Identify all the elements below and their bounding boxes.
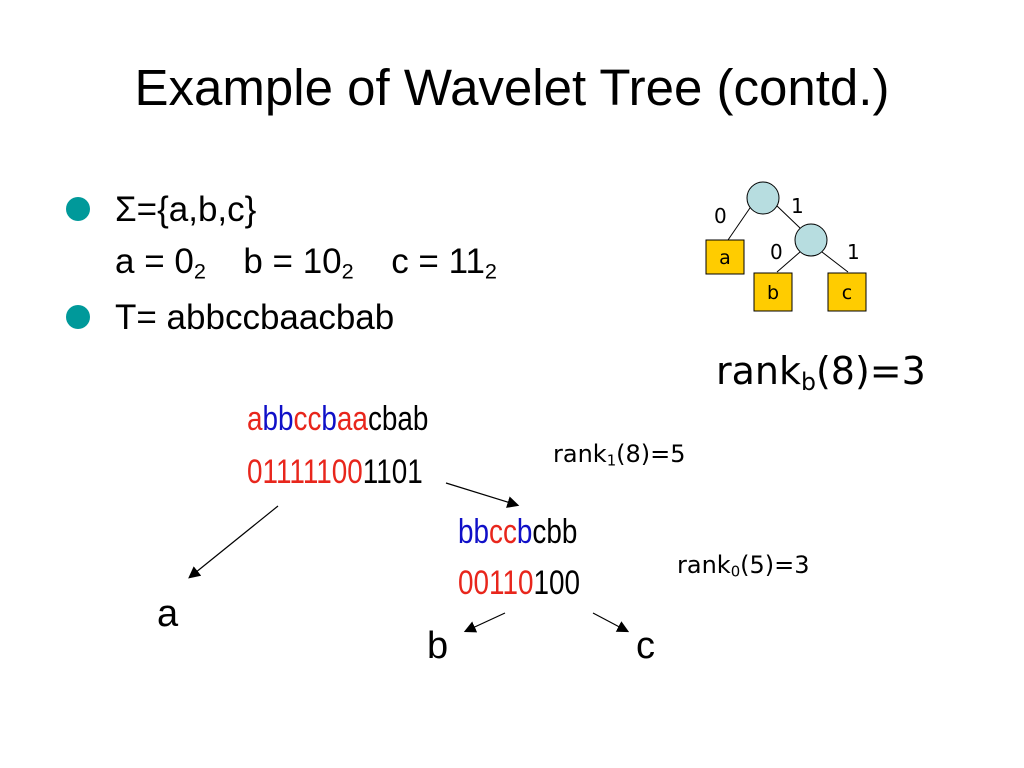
mini-child-node bbox=[794, 223, 828, 257]
mini-root-node bbox=[746, 181, 780, 215]
arrow-to-second-level bbox=[445, 482, 520, 508]
mini-edge-child-left bbox=[776, 251, 801, 273]
mini-edge-label-1b: 1 bbox=[847, 240, 860, 264]
root-bits-run: 01111100 bbox=[247, 453, 363, 491]
mini-leaf-b: b bbox=[766, 282, 780, 304]
rank-0-formula: rank0(5)=3 bbox=[677, 551, 810, 581]
rank-1-formula: rank1(8)=5 bbox=[553, 440, 686, 470]
mini-edge-right bbox=[775, 204, 801, 229]
arrow-to-c bbox=[592, 612, 630, 633]
code-b: b = 102 bbox=[243, 242, 354, 284]
second-sequence: bbccbcbb bbox=[458, 515, 577, 549]
mini-leaf-a: a bbox=[719, 247, 731, 269]
mini-leaf-a-box bbox=[705, 239, 745, 275]
mini-leaf-b-box bbox=[753, 272, 793, 312]
arrow-to-b bbox=[463, 612, 506, 633]
leaf-c: c bbox=[636, 625, 655, 667]
mini-edge-left bbox=[727, 204, 753, 241]
mini-edge-label-0: 0 bbox=[714, 204, 727, 228]
root-seq-run: aa bbox=[336, 400, 368, 438]
bullet-dot bbox=[66, 305, 90, 329]
bullet-dot bbox=[66, 197, 90, 221]
leaf-a: a bbox=[157, 593, 179, 635]
leaf-b: b bbox=[427, 625, 449, 667]
mini-leaf-c-box bbox=[827, 272, 867, 312]
slide-title: Example of Wavelet Tree (contd.) bbox=[134, 59, 890, 116]
root-seq-run: cbab bbox=[367, 400, 429, 438]
alphabet-text: Σ={a,b,c} bbox=[115, 190, 257, 229]
mini-leaf-c: c bbox=[841, 282, 853, 304]
second-seq-run: cbb bbox=[532, 513, 578, 551]
text-line: T= abbccbaacbab bbox=[115, 298, 395, 337]
second-bits-run: 00110 bbox=[458, 564, 534, 602]
mini-edge-label-0b: 0 bbox=[770, 240, 783, 264]
rank-b-formula: rankb(8)=3 bbox=[716, 349, 926, 396]
second-seq-run: bb bbox=[458, 513, 490, 551]
code-a: a = 02 bbox=[115, 242, 206, 284]
arrow-to-a bbox=[188, 505, 279, 579]
codes-line: a = 02 b = 102 c = 112 bbox=[115, 242, 497, 284]
mini-edge-child-right bbox=[821, 251, 849, 273]
root-seq-run: b bbox=[321, 400, 337, 438]
root-bits-run: 1101 bbox=[362, 453, 423, 491]
root-sequence: abbccbaacbab bbox=[247, 402, 428, 436]
code-c: c = 112 bbox=[391, 242, 497, 284]
second-seq-run: cc bbox=[489, 513, 517, 551]
root-seq-run: cc bbox=[293, 400, 322, 438]
second-seq-run: b bbox=[516, 513, 533, 551]
root-seq-run: bb bbox=[262, 400, 294, 438]
mini-edge-label-1: 1 bbox=[791, 194, 804, 218]
second-bitvector: 00110100 bbox=[458, 566, 580, 600]
root-bitvector: 011111001101 bbox=[247, 455, 423, 489]
second-bits-run: 100 bbox=[533, 564, 580, 602]
root-seq-run: a bbox=[247, 400, 263, 438]
